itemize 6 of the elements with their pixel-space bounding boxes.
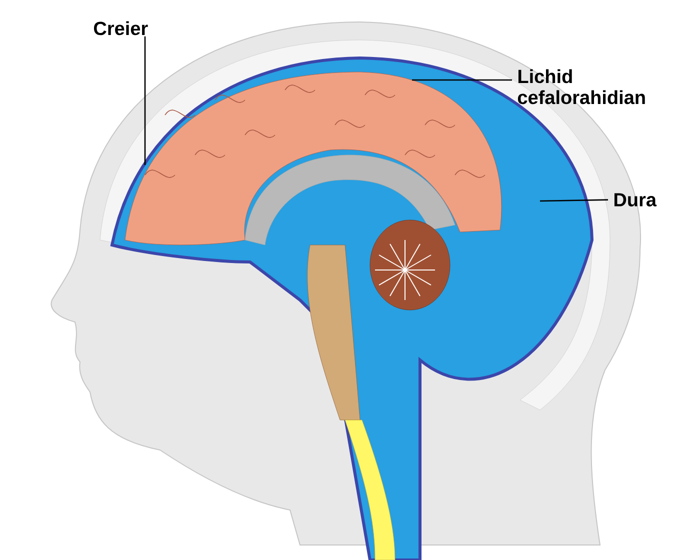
- label-text: Dura: [614, 193, 657, 206]
- leader-line: [412, 79, 512, 81]
- leader-line: [540, 199, 608, 202]
- leader-line: [144, 36, 146, 165]
- label-text: Creier: [94, 21, 148, 36]
- label-text: Lichid cefalorahidian: [518, 69, 645, 104]
